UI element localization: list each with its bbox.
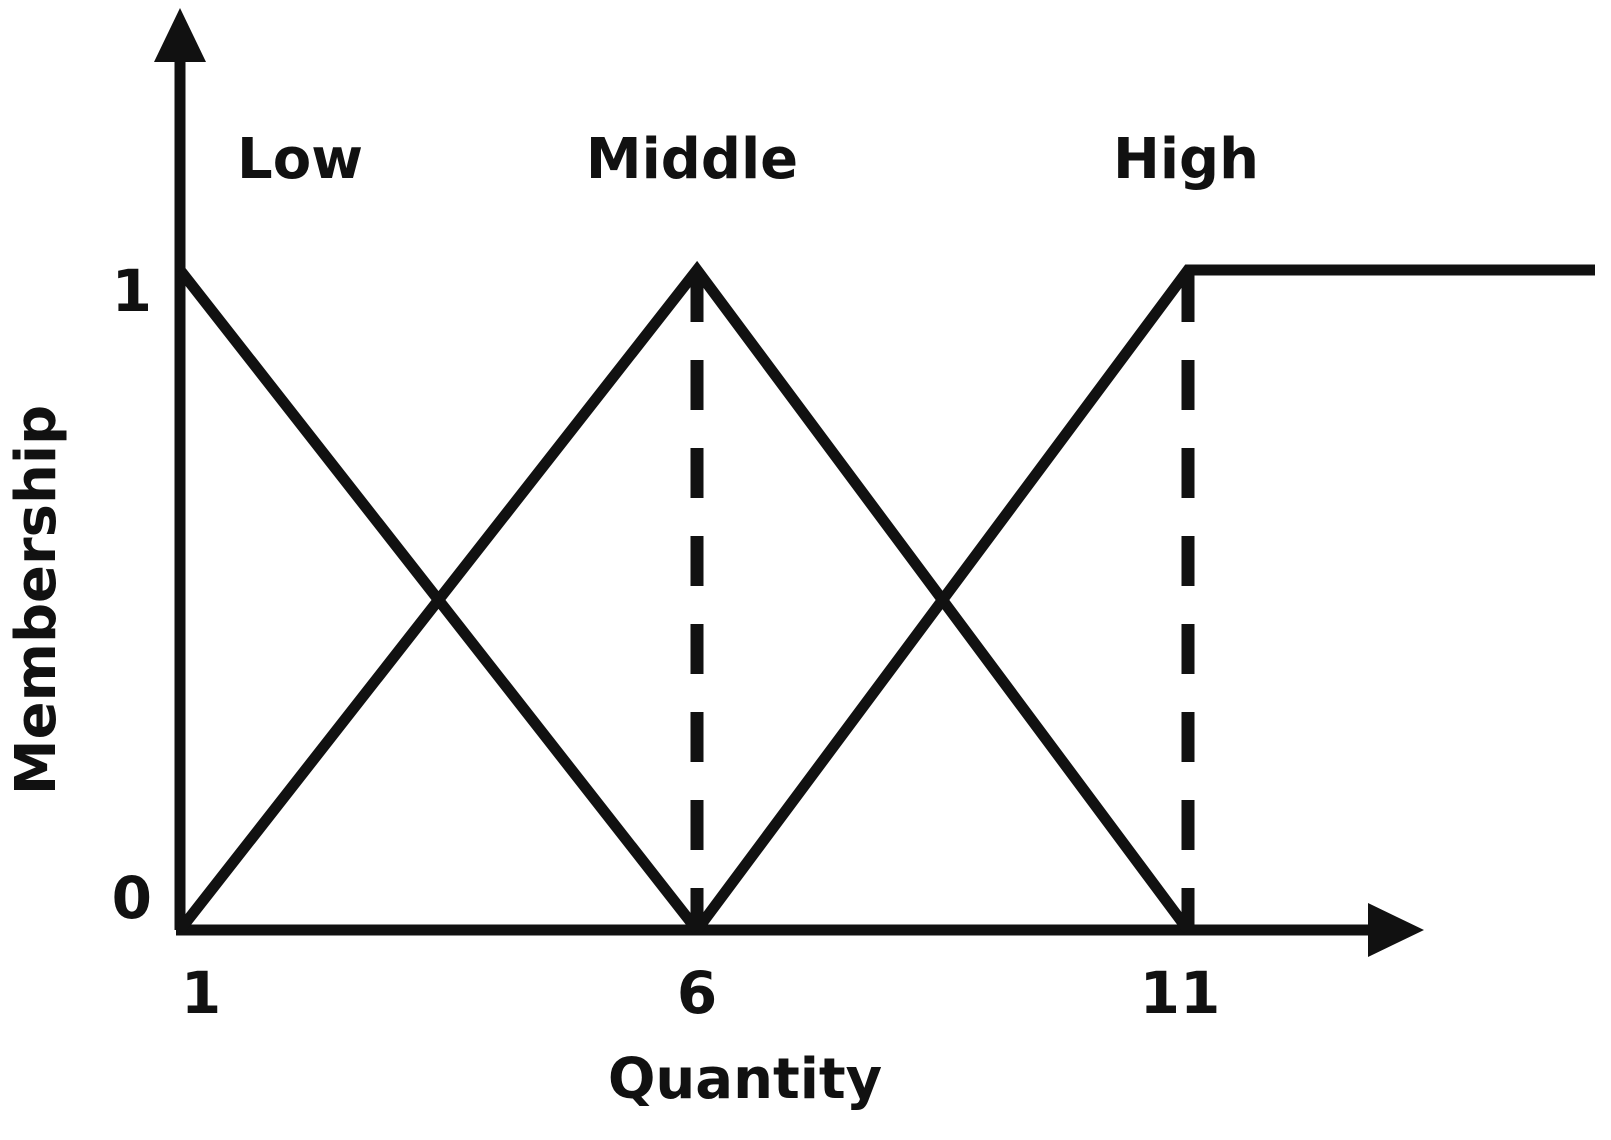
curve-high <box>692 264 1595 934</box>
x-tick-label-6: 6 <box>677 959 717 1027</box>
x-axis <box>176 903 1424 957</box>
y-axis <box>154 8 206 930</box>
set-label-high: High <box>1113 127 1259 192</box>
x-axis-arrow-icon <box>1368 903 1424 957</box>
set-label-middle: Middle <box>586 127 798 192</box>
x-tick-label-11: 11 <box>1140 959 1221 1027</box>
curve-middle <box>175 260 1193 934</box>
x-tick-label-1: 1 <box>181 959 221 1027</box>
y-tick-label-0: 0 <box>112 864 152 932</box>
y-tick-label-1: 1 <box>112 257 152 325</box>
x-axis-title: Quantity <box>608 1047 882 1112</box>
y-axis-arrow-icon <box>154 8 206 62</box>
y-axis-title: Membership <box>4 405 69 795</box>
set-label-low: Low <box>237 127 363 192</box>
